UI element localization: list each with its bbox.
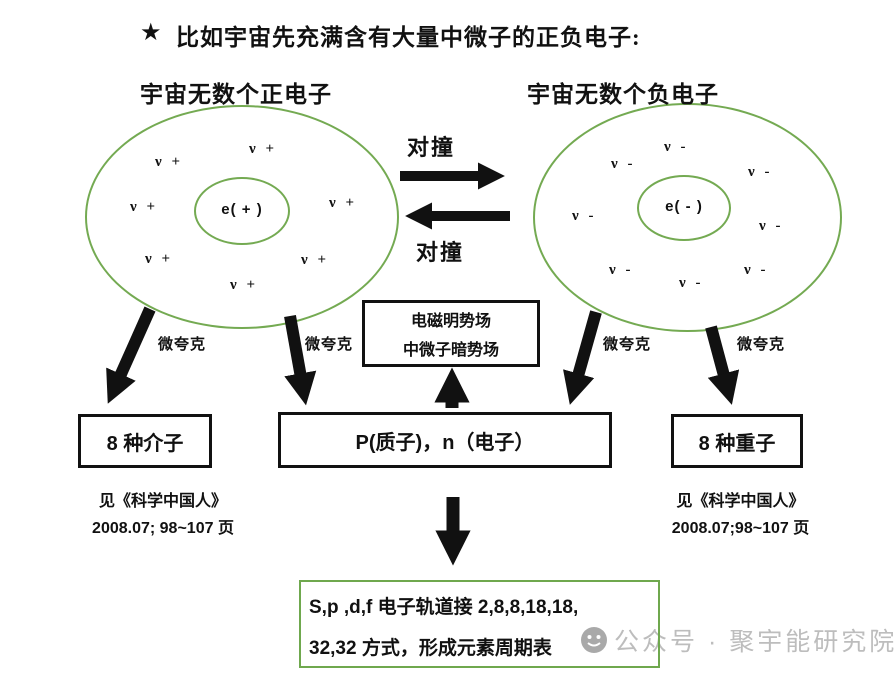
neutrino-positive: ν + [249,141,277,157]
right-cloud-to-baryon-arrow-icon [705,325,740,405]
meson-box-label: 8 种介子 [106,432,184,455]
orbit-box-line1: S,p ,d,f 电子轨道接 2,8,8,18,18, [309,597,579,618]
neutrino-positive: ν + [130,199,158,215]
reference-left-line2: 2008.07; 98~107 页 [92,520,234,537]
reference-right-line1: 见《科学中国人》 [676,493,805,510]
neutrino-positive: ν + [155,154,183,170]
neutrino-positive: ν + [145,251,173,267]
negative-core-label: e( - ) [665,198,703,215]
field-box-line1: 电磁明势场 [410,313,491,330]
baryon-box: 8 种重子 [671,414,803,468]
neutrino-positive: ν + [301,252,329,268]
neutrino-negative: ν - [679,275,704,291]
watermark: 公众号 · 聚宇能研究院 [580,622,895,658]
page-title: 比如宇宙先充满含有大量中微子的正负电子: [176,25,641,50]
reference-left-line1: 见《科学中国人》 [98,493,227,510]
neutrino-negative: ν - [611,156,636,172]
collision-label-top: 对撞 [407,135,456,160]
right-cloud-label: 宇宙无数个负电子 [527,82,719,107]
neutrino-negative: ν - [609,262,634,278]
proton-neutron-box: P(质子)，n（电子） [278,412,612,468]
collision-label-bottom: 对撞 [416,240,465,265]
right-cloud-core-ellipse: e( - ) [637,175,731,241]
meson-box: 8 种介子 [78,414,212,468]
reference-right-line2: 2008.07;98~107 页 [671,520,810,537]
field-box: 电磁明势场 中微子暗势场 [362,300,540,367]
left-cloud-label: 宇宙无数个正电子 [140,82,332,107]
left-cloud-to-meson-arrow-icon [106,306,156,404]
positive-core-label: e( + ) [221,201,263,218]
microquark-label-3: 微夸克 [603,337,652,353]
neutrino-negative: ν - [759,218,784,234]
neutrino-positive: ν + [329,195,357,211]
field-box-line2: 中微子暗势场 [402,342,499,359]
orbit-box: S,p ,d,f 电子轨道接 2,8,8,18,18, 32,32 方式，形成元… [299,580,660,668]
neutrino-positive: ν + [230,277,258,293]
proton-neutron-box-label: P(质子)，n（电子） [355,431,535,454]
left-cloud-core-ellipse: e( + ) [194,177,290,245]
neutrino-negative: ν - [748,164,773,180]
wechat-official-account-icon [581,627,607,653]
orbit-box-line2: 32,32 方式，形成元素周期表 [309,638,552,659]
watermark-text: 公众号 · 聚宇能研究院 [614,628,895,656]
neutrino-negative: ν - [664,139,689,155]
microquark-label-2: 微夸克 [305,337,354,353]
left-cloud-to-pn-arrow-icon [284,314,317,406]
title-star-icon: ★ [140,19,162,46]
microquark-label-1: 微夸克 [158,337,207,353]
microquark-label-4: 微夸克 [737,337,786,353]
right-cloud-ellipse [533,103,842,332]
right-cloud-to-pn-arrow-icon [563,310,602,405]
neutrino-negative: ν - [572,208,597,224]
baryon-box-label: 8 种重子 [698,432,776,455]
left-cloud-ellipse [85,105,399,329]
neutrino-negative: ν - [744,262,769,278]
reference-right: 见《科学中国人》 2008.07;98~107 页 [653,488,828,542]
reference-left: 见《科学中国人》 2008.07; 98~107 页 [68,488,258,542]
